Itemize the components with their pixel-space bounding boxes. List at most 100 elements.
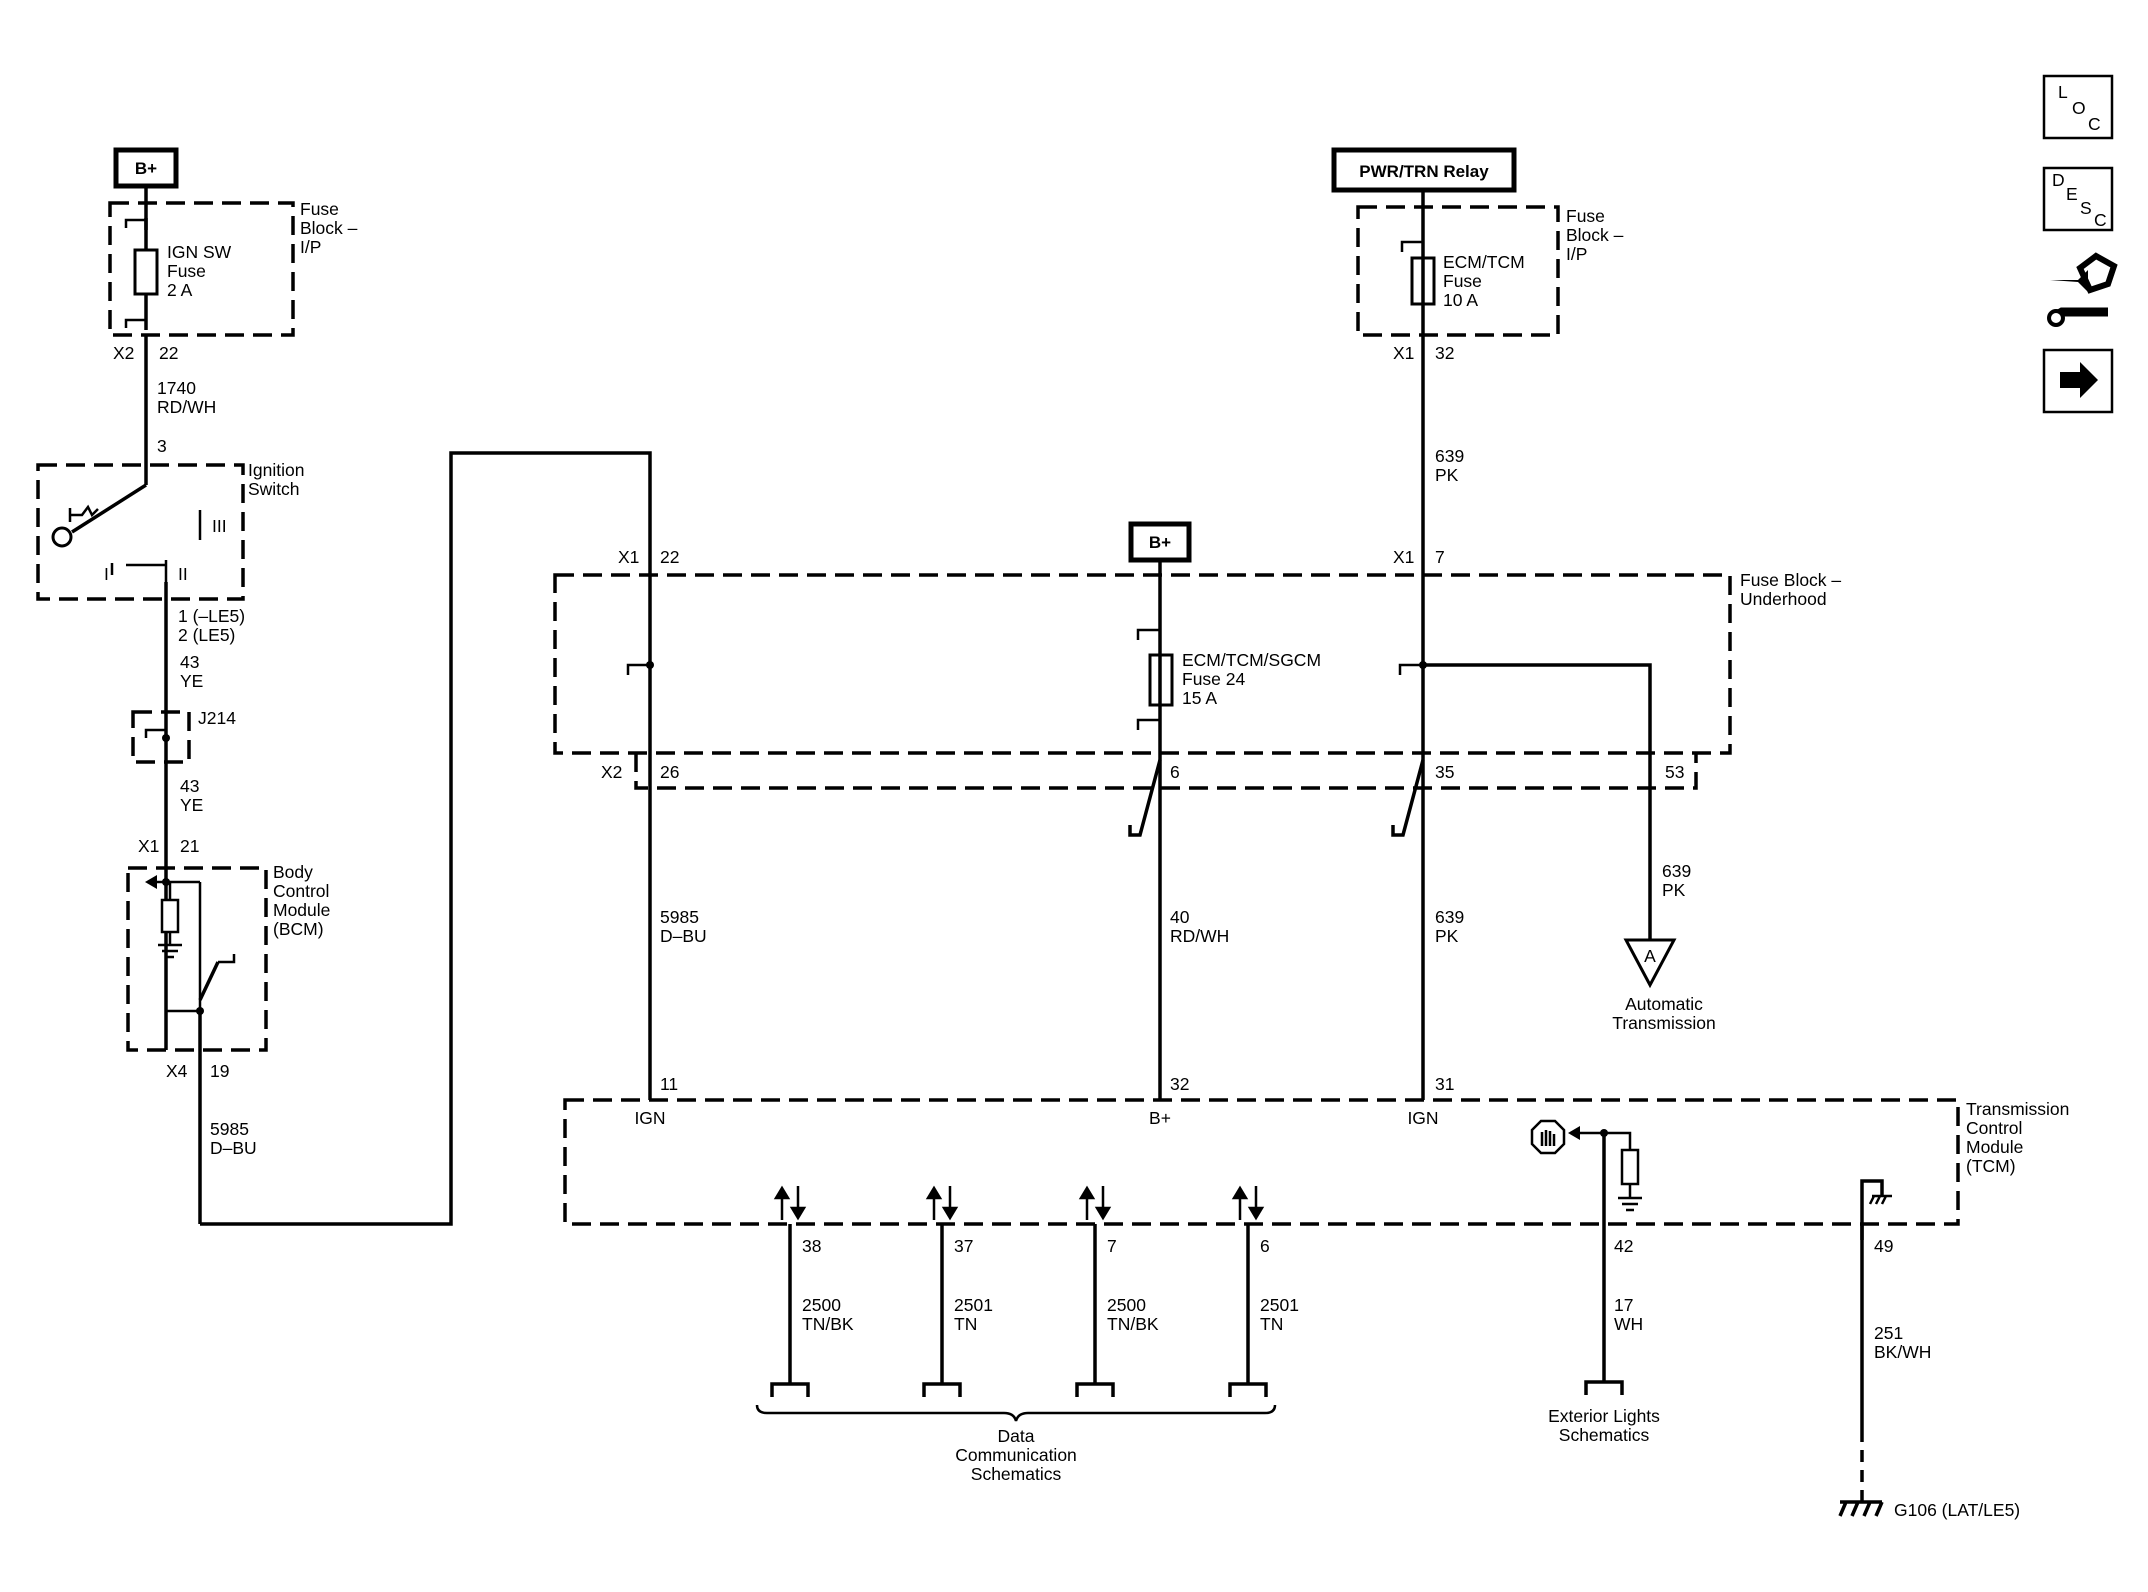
bcm-conn-x4: X4 [166,1061,188,1081]
conn-x1-right: X1 [1393,343,1414,363]
ground-icon [1618,1196,1642,1212]
bidirectional-arrow-icon [925,1185,959,1221]
desc-e: E [2066,184,2078,204]
left-branch: B+ Fuse Block – I/P IGN SW Fuse 2 A X2 2… [36,147,652,1226]
input-arrow-icon [145,875,157,889]
tcm-pin-11: 11 [660,1074,678,1094]
bplus-mid-label: B+ [1149,533,1171,552]
desc-button[interactable]: D E S C [2042,166,2114,232]
fbu-pin-35: 35 [1435,762,1454,782]
tcm-ign-1: IGN [634,1108,665,1128]
data-line-circuit: 2500 [802,1295,841,1315]
auto-transmission-ref: A Automatic Transmission [1612,938,1716,1033]
bidirectional-arrow-icon [1078,1185,1112,1221]
auto-trans-label-2: Transmission [1612,1013,1715,1033]
fbu-pin-53: 53 [1665,762,1684,782]
bidirectional-arrow-icon [773,1185,807,1221]
next-arrow-button[interactable] [2042,348,2114,414]
switch-icon [198,961,220,1001]
fbu-label-2: Underhood [1740,589,1827,609]
terminal-icon [144,728,166,738]
pwr-trn-relay-header: PWR/TRN Relay [1331,147,1517,193]
fbu-pin-26: 26 [660,762,679,782]
splice-j214: J214 [131,708,236,764]
bplus-left-label: B+ [135,159,157,178]
esd-hand-icon [1530,1119,1566,1155]
loc-button[interactable]: L O C [2042,74,2114,140]
fbu-x1-a: X1 [618,547,639,567]
fuse-block-ip-left-label-3: I/P [300,237,321,257]
wire-1740-color: RD/WH [157,397,216,417]
wire-1740-num: 1740 [157,378,196,398]
tcm-bplus: B+ [1149,1108,1171,1128]
pos-iii: III [212,516,227,536]
bcm-label-2: Control [273,881,329,901]
data-line-pin: 6 [1260,1236,1270,1256]
splice-label: J214 [198,708,236,728]
data-comm-label-1: Data [998,1426,1035,1446]
data-comm-ref: Data Communication Schematics [755,1404,1277,1484]
data-line-pin: 37 [954,1236,973,1256]
input-arrow-icon [1568,1126,1580,1140]
bcm-pin-21: 21 [180,836,199,856]
tcm-label-2: Control [1966,1118,2022,1138]
auto-trans-symbol: A [1644,946,1656,966]
tcm-ign-2: IGN [1407,1108,1438,1128]
connector-break-icon [1128,759,1162,837]
switch-pivot-icon [51,526,73,548]
terminal-icon [1398,663,1422,675]
tcm-label-3: Module [1966,1137,2023,1157]
switch-contact-ii [110,560,168,582]
bidirectional-arrow-icon [1231,1185,1265,1221]
bcm-label-4: (BCM) [273,919,324,939]
ground-symbol-icon [1838,1500,1884,1517]
ground-icon [158,943,182,959]
bcm-label-1: Body [273,862,313,882]
bcm-pin-19: 19 [210,1061,229,1081]
bplus-mid-header: B+ [1128,521,1192,563]
arrow-right-icon [2060,362,2098,398]
ign-sw-fuse-3: 2 A [167,280,193,300]
fbu-x2: X2 [601,762,622,782]
fuse24-2: Fuse 24 [1182,669,1245,689]
exterior-lights-line: 42 17 WH Exterior Lights Schematics [1548,1133,1660,1445]
connector-tool-icon[interactable] [2047,252,2118,327]
brace-icon [755,1404,1277,1422]
wire-43-b-num: 43 [180,776,199,796]
fuse-block-underhood: Fuse Block – Underhood X1 22 X1 7 X2 26 … [553,547,1841,940]
resistor-icon [1620,1148,1640,1186]
ign-pin-3: 3 [157,436,167,456]
connector-break-icon [1391,759,1425,837]
wire-40-color: RD/WH [1170,926,1229,946]
data-line-circuit: 2501 [1260,1295,1299,1315]
fuse-block-ip-right-label-2: Block – [1566,225,1624,245]
fuse-block-ip-left-label-1: Fuse [300,199,339,219]
ign-pin-out-1: 1 (–LE5) [178,606,245,626]
terminal-icon [1136,628,1160,640]
fuse24-1: ECM/TCM/SGCM [1182,650,1321,670]
pin-32-right: 32 [1435,343,1454,363]
fuse-icon [133,248,159,296]
loc-c: C [2088,114,2101,134]
bplus-left-header: B+ [113,147,179,189]
ext-lights-label-1: Exterior Lights [1548,1406,1660,1426]
terminal-icon [124,318,146,328]
ext-lights-wire-num: 17 [1614,1295,1633,1315]
wire-639-branch [1423,663,1652,940]
data-line-circuit: 2501 [954,1295,993,1315]
wire-5985-mid-num: 5985 [660,907,699,927]
tcm-pin-31: 31 [1435,1074,1454,1094]
pos-i: I [104,564,109,584]
data-line-pin: 7 [1107,1236,1117,1256]
data-line-color: TN [1260,1314,1283,1334]
offpage-triangle-icon [1623,938,1677,989]
wire-5985-mid-color: D–BU [660,926,707,946]
switch-contact-icon [68,504,99,522]
wire-43-a-color: YE [180,671,203,691]
data-line-circuit: 2500 [1107,1295,1146,1315]
